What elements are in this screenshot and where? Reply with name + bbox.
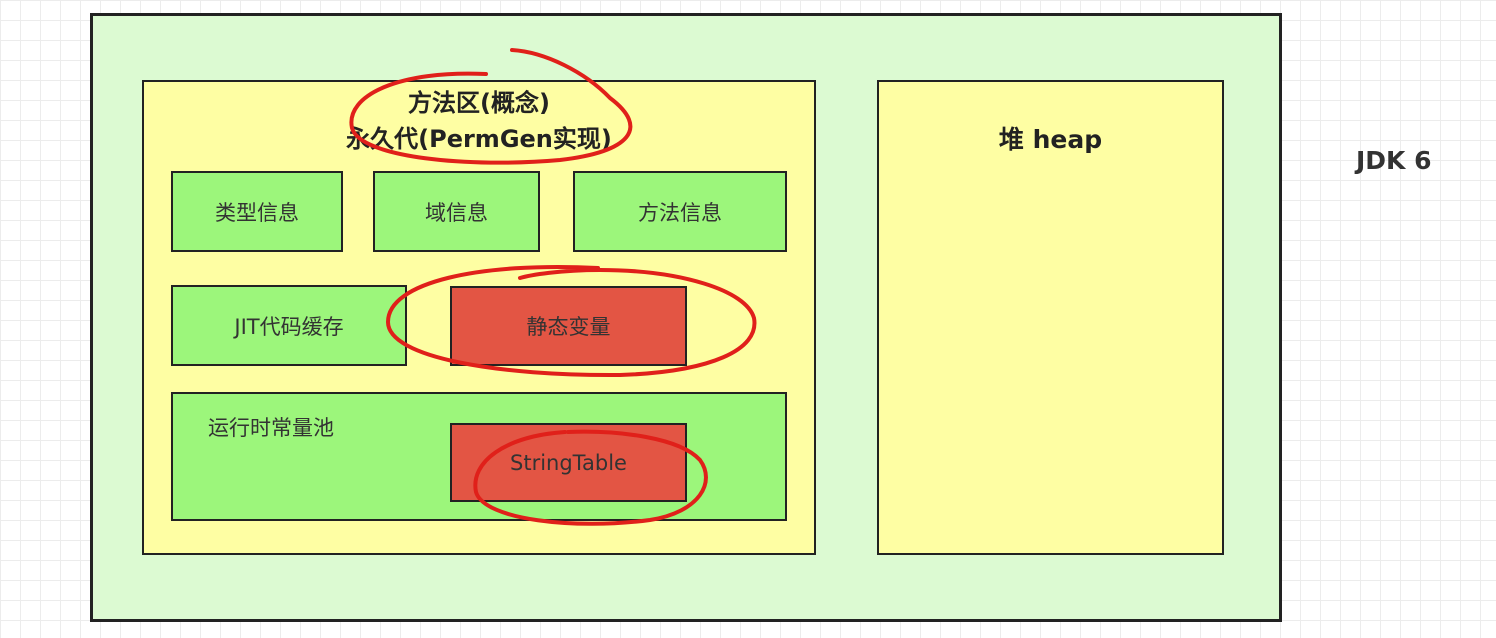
field-info-label: 域信息 (425, 200, 488, 225)
jdk-version-label: JDK 6 (1356, 146, 1432, 175)
runtime-constant-pool-label: 运行时常量池 (208, 416, 334, 440)
jit-cache-box: JIT代码缓存 (171, 285, 407, 366)
static-vars-label: 静态变量 (526, 315, 611, 339)
string-table-label: StringTable (510, 450, 627, 475)
method-area-title: 方法区(概念) (408, 89, 550, 117)
method-info-box: 方法信息 (573, 171, 787, 252)
permgen-title: 永久代(PermGen实现) (346, 125, 612, 153)
method-info-label: 方法信息 (638, 200, 722, 225)
type-info-label: 类型信息 (215, 200, 299, 225)
field-info-box: 域信息 (373, 171, 540, 252)
jit-cache-label: JIT代码缓存 (234, 314, 344, 339)
type-info-box: 类型信息 (171, 171, 343, 252)
heap-title: 堆 heap (998, 125, 1103, 154)
heap-area: 堆 heap (877, 80, 1224, 555)
string-table-box: StringTable (450, 423, 687, 502)
static-vars-box: 静态变量 (450, 286, 687, 366)
